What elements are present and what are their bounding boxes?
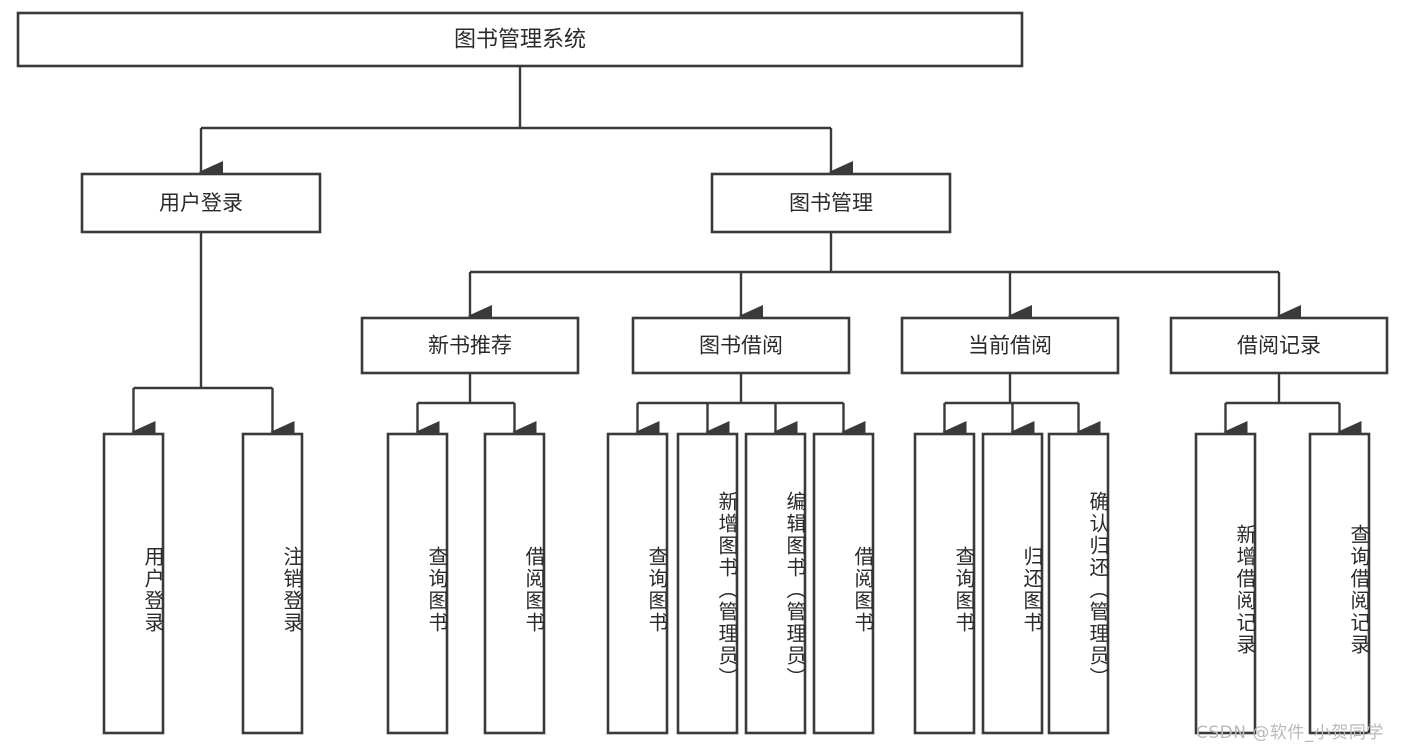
- level2-node-box[interactable]: [360, 316, 580, 375]
- node-leaf-borrow-book-new[interactable]: [483, 432, 546, 735]
- level2-node-box[interactable]: [1169, 316, 1389, 375]
- node-leaf-user-login[interactable]: [102, 432, 165, 735]
- node-leaf-return-book[interactable]: [981, 432, 1044, 735]
- node-book-manage[interactable]: 图书管理: [710, 172, 952, 234]
- node-leaf-query-book-current[interactable]: [913, 432, 976, 735]
- leaf-node-box[interactable]: [241, 432, 304, 735]
- level2-node-label: 图书借阅: [699, 334, 783, 358]
- leaf-node-box[interactable]: [744, 432, 807, 735]
- node-book-borrow[interactable]: 图书借阅: [631, 316, 851, 375]
- level1-node-box[interactable]: [710, 172, 952, 234]
- leaf-node-box[interactable]: [981, 432, 1044, 735]
- leaf-node-box[interactable]: [676, 432, 739, 735]
- node-leaf-edit-book-admin[interactable]: [744, 432, 807, 735]
- node-leaf-confirm-return-admin[interactable]: [1047, 432, 1110, 735]
- leaf-node-box[interactable]: [1308, 432, 1371, 735]
- node-leaf-query-book-borrow[interactable]: [606, 432, 669, 735]
- node-new-book-recommend[interactable]: 新书推荐: [360, 316, 580, 375]
- node-root[interactable]: 图书管理系统: [16, 11, 1024, 68]
- leaf-node-box[interactable]: [812, 432, 875, 735]
- leaf-node-box[interactable]: [606, 432, 669, 735]
- node-leaf-borrow-book[interactable]: [812, 432, 875, 735]
- connector-layer: [131, 66, 1362, 443]
- level1-node-label: 用户登录: [159, 191, 243, 215]
- root-node-label: 图书管理系统: [454, 28, 586, 53]
- level2-node-box[interactable]: [900, 316, 1120, 375]
- node-leaf-query-book-new[interactable]: [386, 432, 449, 735]
- leaf-node-box[interactable]: [386, 432, 449, 735]
- watermark-text: CSDN @软件_小贺同学: [1196, 723, 1384, 743]
- root-node-box[interactable]: [16, 11, 1024, 68]
- node-current-borrow[interactable]: 当前借阅: [900, 316, 1120, 375]
- node-leaf-query-borrow-record[interactable]: [1308, 432, 1371, 735]
- leaf-node-box[interactable]: [1194, 432, 1257, 735]
- node-leaf-add-book-admin[interactable]: [676, 432, 739, 735]
- leaf-node-box[interactable]: [1047, 432, 1110, 735]
- level2-node-box[interactable]: [631, 316, 851, 375]
- leaf-node-box[interactable]: [102, 432, 165, 735]
- level2-node-label: 当前借阅: [968, 334, 1052, 358]
- level2-node-label: 新书推荐: [428, 334, 512, 358]
- node-user-login[interactable]: 用户登录: [80, 172, 322, 234]
- node-leaf-add-borrow-record[interactable]: [1194, 432, 1257, 735]
- level2-node-label: 借阅记录: [1237, 334, 1321, 358]
- level1-node-box[interactable]: [80, 172, 322, 234]
- leaf-node-box[interactable]: [913, 432, 976, 735]
- node-borrow-record[interactable]: 借阅记录: [1169, 316, 1389, 375]
- leaf-node-box[interactable]: [483, 432, 546, 735]
- level1-node-label: 图书管理: [789, 191, 873, 215]
- node-leaf-user-logout[interactable]: [241, 432, 304, 735]
